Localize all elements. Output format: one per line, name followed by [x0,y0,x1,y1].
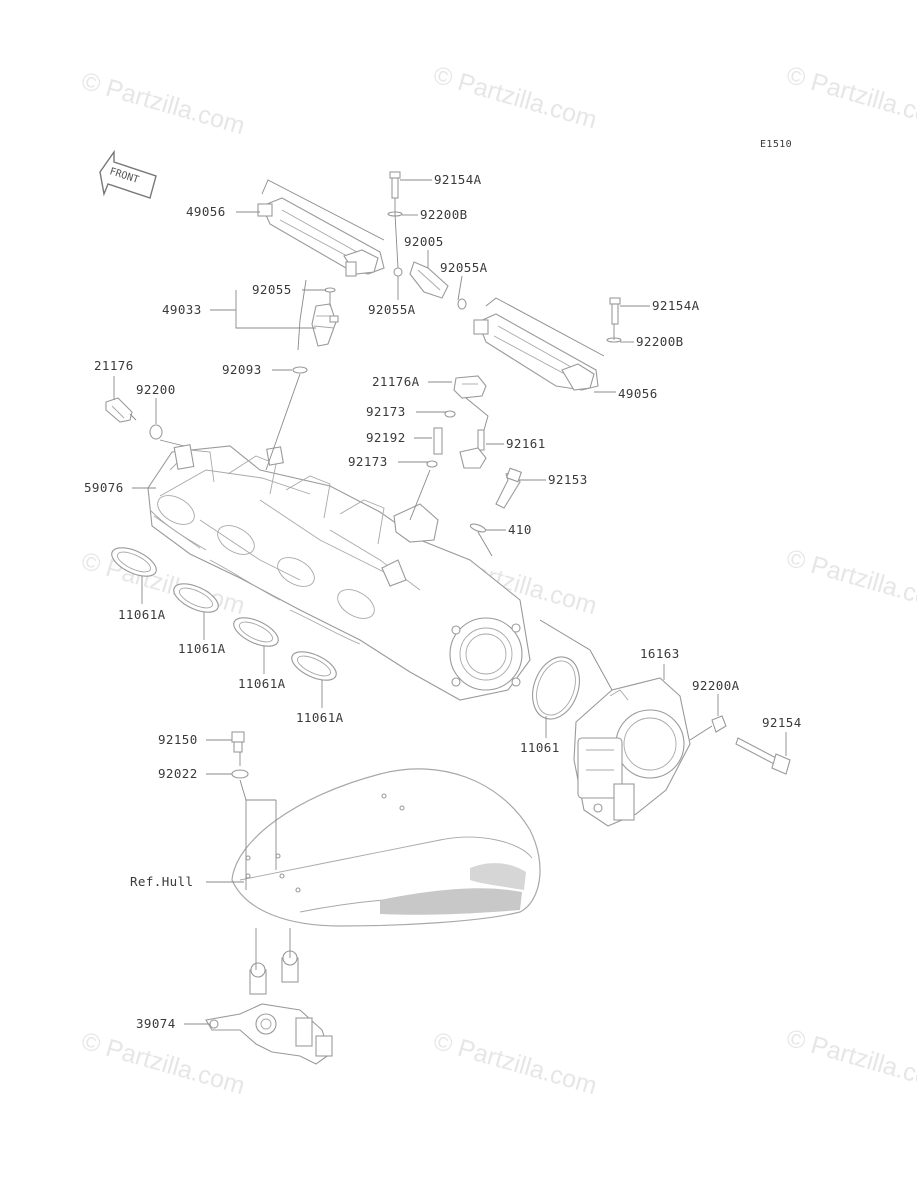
part-label[interactable]: 11061A [118,607,166,622]
sensor-92161 [459,429,487,469]
diagram-code: E1510 [760,139,792,150]
bolt-92154 [735,737,791,775]
watermark: © Partzilla.com [78,67,248,140]
watermark: © Partzilla.com [78,1027,248,1100]
washer-92022 [231,769,249,779]
part-label[interactable]: 92093 [222,362,262,377]
o-ring-11061 [532,656,580,720]
part-label[interactable]: 21176 [94,358,134,373]
watermark: © Partzilla.com [430,61,600,134]
part-label[interactable]: 410 [508,522,532,537]
part-label[interactable]: 49056 [618,386,658,401]
o-ring-410 [469,523,487,533]
part-label[interactable]: 21176A [372,374,420,389]
part-label[interactable]: 92200B [420,207,468,222]
part-label[interactable]: 92154A [652,298,700,313]
part-labels: 92154A 92200B 49056 92005 92055A 92055A … [84,172,802,1031]
part-label[interactable]: 11061 [520,740,560,755]
fuel-rail-right [473,297,605,391]
sensor-21176 [105,397,163,440]
part-label[interactable]: 49056 [186,204,226,219]
part-label[interactable]: 92200B [636,334,684,349]
part-label[interactable]: 59076 [84,480,124,495]
part-label[interactable]: Ref.Hull [130,874,193,889]
part-label[interactable]: 11061A [296,710,344,725]
part-label[interactable]: 92154 [762,715,802,730]
sensor-bracket-39074 [205,928,333,1065]
part-label[interactable]: 92055A [368,302,416,317]
part-label[interactable]: 92150 [158,732,198,747]
front-arrow-icon: FRONT [99,149,157,199]
hull-reference [231,768,541,927]
part-label[interactable]: 92055A [440,260,488,275]
watermark: © Partzilla.com [783,1024,917,1097]
part-label[interactable]: 92173 [348,454,388,469]
assembly-lines [159,198,713,801]
part-label[interactable]: 11061A [238,676,286,691]
part-label[interactable]: 92192 [366,430,406,445]
watermark: © Partzilla.com [783,61,917,134]
leader-lines [113,179,787,1025]
part-label[interactable]: 92200A [692,678,740,693]
bolt-92150 [231,731,245,753]
watermark: © Partzilla.com [430,1027,600,1100]
part-label[interactable]: 39074 [136,1016,176,1031]
part-label[interactable]: 92173 [366,404,406,419]
watermark: © Partzilla.com [783,544,917,617]
part-label[interactable]: 92005 [404,234,444,249]
throttle-body-16163 [573,677,691,827]
bolt-92153 [495,467,523,509]
part-label[interactable]: 16163 [640,646,680,661]
part-label[interactable]: 92153 [548,472,588,487]
sensor-21176A [426,375,489,468]
washer-92200A [711,715,727,733]
intake-manifold [147,444,531,701]
part-label[interactable]: 92055 [252,282,292,297]
fuel-rail-left [257,179,385,277]
part-label[interactable]: 92200 [136,382,176,397]
part-label[interactable]: 49033 [162,302,202,317]
part-label[interactable]: 92161 [506,436,546,451]
part-label[interactable]: 11061A [178,641,226,656]
part-label[interactable]: 92154A [434,172,482,187]
gaskets-11061A [111,547,337,681]
part-label[interactable]: 92022 [158,766,198,781]
